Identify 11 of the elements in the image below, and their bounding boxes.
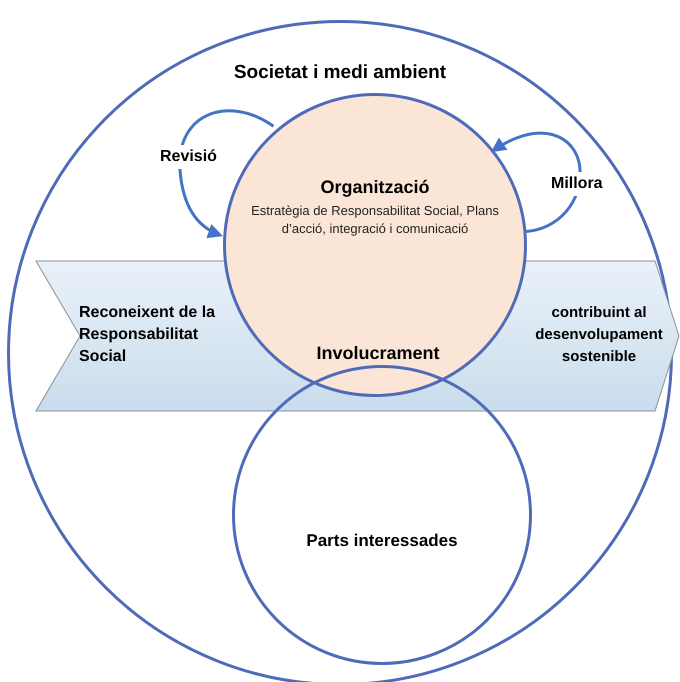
overlap-label: Involucrament — [315, 342, 441, 365]
curved-arrow — [490, 132, 582, 234]
node-title: Societat i medi ambient — [232, 61, 448, 85]
edge-label: Revisió — [158, 145, 219, 169]
node-text: Estratègia de Responsabilitat Social, Plans d’acció, integració i comunicació — [250, 202, 500, 238]
curved-arrow — [178, 109, 274, 238]
edge-label: Millora — [549, 172, 605, 196]
node-text: contribuint al desenvolupament sostenible — [534, 303, 664, 367]
node-title: Organització — [319, 176, 431, 199]
node-title: Reconeixent de la Responsabilitat Social — [79, 303, 216, 367]
node-title: Parts interessades — [305, 530, 459, 552]
